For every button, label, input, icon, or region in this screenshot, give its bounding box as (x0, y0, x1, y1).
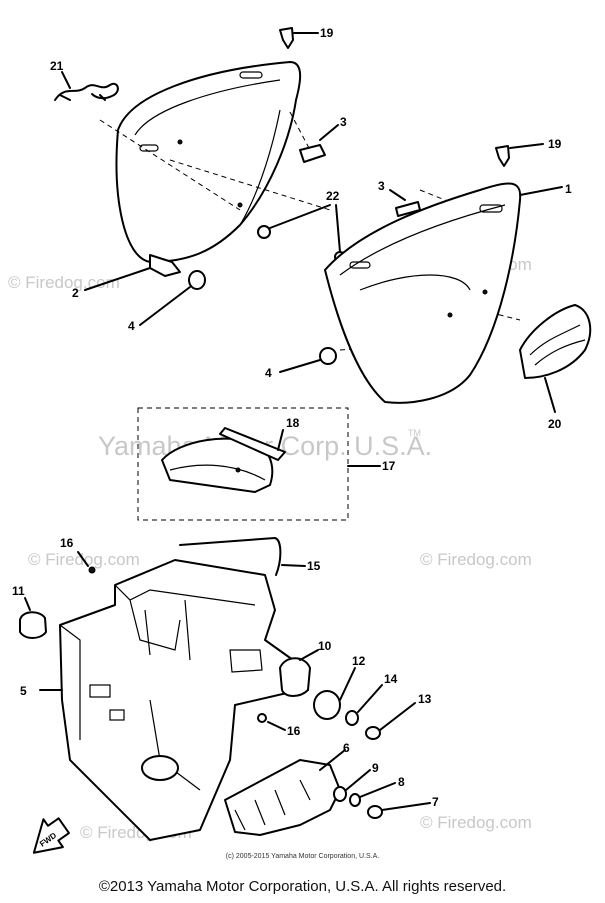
callout-2: 2 (72, 286, 79, 300)
callout-14: 14 (384, 672, 398, 686)
callout-11: 11 (12, 584, 25, 598)
callout-17: 17 (382, 459, 396, 473)
callout-8: 8 (398, 775, 405, 789)
callout-21: 21 (50, 59, 64, 73)
screw-16-upper (77, 551, 96, 574)
callout-3-left: 3 (340, 115, 347, 129)
washer-9 (333, 769, 371, 802)
callout-18: 18 (286, 416, 300, 430)
screw-16-lower (257, 713, 286, 731)
callout-3-right: 3 (378, 179, 385, 193)
watermark-tm: TM (408, 428, 421, 438)
wire-clip (54, 82, 119, 101)
left-side-cover (115, 61, 302, 277)
right-side-cover (324, 182, 563, 404)
cushion-12 (313, 667, 356, 720)
grommet-4-lower (279, 347, 337, 373)
emblem (519, 304, 592, 413)
clip-left (299, 124, 339, 163)
callout-4-upper: 4 (128, 319, 135, 333)
watermark-firedog-left: © Firedog.com (8, 273, 120, 292)
callout-7: 7 (432, 795, 439, 809)
washer-8 (349, 782, 396, 807)
bolt-7 (367, 802, 431, 819)
callout-20: 20 (548, 417, 562, 431)
grommet-22 (257, 204, 346, 263)
bracket-6 (224, 749, 346, 836)
callout-16-lower: 16 (287, 724, 301, 738)
callout-13: 13 (418, 692, 432, 706)
watermark-firedog-mid-right: © Firedog.com (420, 550, 532, 569)
callout-12: 12 (352, 654, 366, 668)
tool-kit-box (137, 407, 349, 521)
knob-top-right (495, 143, 544, 167)
bolt-13 (365, 702, 416, 740)
cushion-11 (19, 597, 47, 639)
callout-15: 15 (307, 559, 321, 573)
knob-top-left (279, 27, 319, 49)
callout-19-left: 19 (320, 26, 334, 40)
grommet-4-upper (139, 270, 206, 326)
grommet-10 (279, 649, 319, 697)
callout-1: 1 (565, 182, 572, 196)
callout-4-lower: 4 (265, 366, 272, 380)
copyright-small: (c) 2005-2015 Yamaha Motor Corporation, … (225, 853, 380, 860)
tool-pouch (161, 427, 381, 493)
battery-strap (179, 537, 306, 576)
callout-10: 10 (318, 639, 332, 653)
callout-22: 22 (326, 189, 340, 203)
callout-6: 6 (343, 741, 350, 755)
watermark-firedog-bottom-right: © Firedog.com (420, 813, 532, 832)
callout-19-right: 19 (548, 137, 562, 151)
callout-5: 5 (20, 684, 27, 698)
forward-arrow: FWD (32, 817, 70, 854)
washer-14 (345, 684, 383, 726)
callout-9: 9 (372, 761, 379, 775)
callout-16-upper: 16 (60, 536, 74, 550)
copyright-main: ©2013 Yamaha Motor Corporation, U.S.A. A… (98, 878, 507, 895)
